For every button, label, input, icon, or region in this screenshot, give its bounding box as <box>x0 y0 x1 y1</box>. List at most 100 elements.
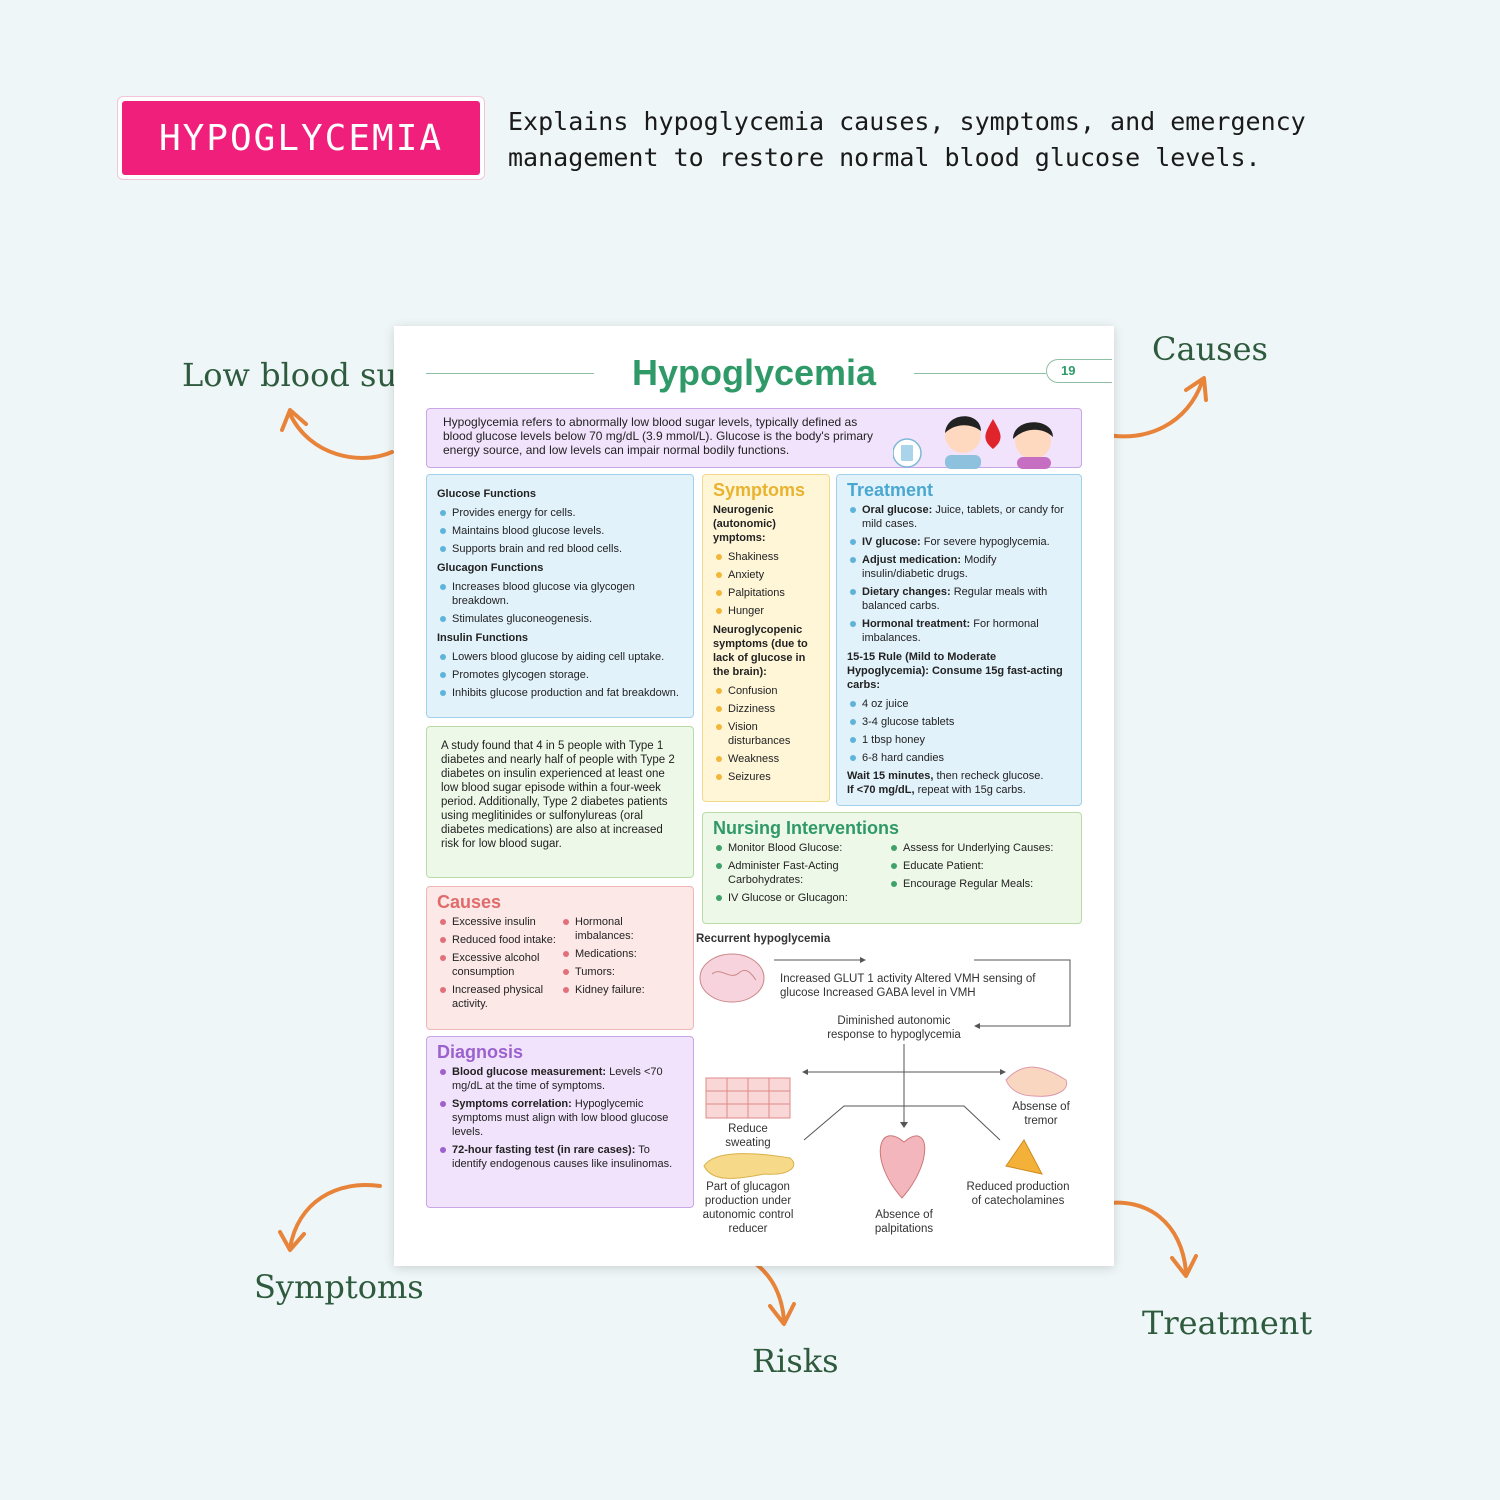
nursing-columns: Monitor Blood Glucose: Administer Fast-A… <box>713 841 1071 909</box>
title-banner-fill: HYPOGLYCEMIA <box>122 101 480 175</box>
list-item: Administer Fast-Acting Carbohydrates: <box>713 859 888 887</box>
treatment-list: Oral glucose: Juice, tablets, or candy f… <box>847 503 1071 645</box>
nursing-list-left: Monitor Blood Glucose: Administer Fast-A… <box>713 841 888 909</box>
list-item: Dizziness <box>713 702 819 716</box>
item-bold: Blood glucose measurement: <box>452 1066 607 1078</box>
label-risks: Risks <box>752 1342 839 1380</box>
diagnosis-card: Diagnosis Blood glucose measurement: Lev… <box>426 1036 694 1208</box>
list-item: Palpitations <box>713 586 819 600</box>
list-item: Vision disturbances <box>713 720 819 748</box>
item-text: To identify endogenous causes like insul… <box>452 1144 673 1170</box>
treatment-card: Treatment Oral glucose: Juice, tablets, … <box>836 474 1082 806</box>
list-item: IV glucose: For severe hypoglycemia. <box>847 535 1071 549</box>
glucose-functions-list: Provides energy for cells. Maintains blo… <box>437 506 683 556</box>
recurrent-diagram: Recurrent hypoglycemia Increased GLUT 1 … <box>694 930 1104 1250</box>
causes-list-left: Excessive insulin Reduced food intake: E… <box>437 915 560 1015</box>
title-banner: HYPOGLYCEMIA <box>117 96 485 180</box>
rule-list: 4 oz juice 3-4 glucose tablets 1 tbsp ho… <box>847 697 1071 765</box>
title-rule-right <box>914 373 1046 374</box>
label-treatment: Treatment <box>1142 1304 1313 1342</box>
list-item: 1 tbsp honey <box>847 733 1071 747</box>
study-card: A study found that 4 in 5 people with Ty… <box>426 726 694 878</box>
list-item: Dietary changes: Regular meals with bala… <box>847 585 1071 613</box>
list-item: 4 oz juice <box>847 697 1071 711</box>
insulin-functions-heading: Insulin Functions <box>437 632 529 644</box>
wait-bold: Wait 15 minutes, <box>847 770 934 782</box>
symptoms-heading: Symptoms <box>713 480 806 500</box>
diagnosis-heading: Diagnosis <box>437 1042 524 1062</box>
arrow-treatment-icon <box>1100 1200 1198 1278</box>
wait-text: then recheck glucose. <box>933 770 1044 782</box>
absense-tremor-label: Absense of tremor <box>1012 1101 1070 1127</box>
neurogenic-heading: Neurogenic (autonomic) ymptoms: <box>713 504 776 544</box>
item-text: Hypoglycemic symptoms must align with lo… <box>452 1098 669 1138</box>
item-text: Regular meals with balanced carbs. <box>862 586 1048 612</box>
item-bold: Adjust medication: <box>862 554 962 566</box>
tagline: Explains hypoglycemia causes, symptoms, … <box>508 107 1306 172</box>
worksheet-page: Hypoglycemia 19 Hypoglycemia refers to a… <box>394 326 1114 1266</box>
reduce-sweating-label: Reduce sweating <box>725 1123 771 1149</box>
list-item: Kidney failure: <box>560 983 683 997</box>
item-bold: Oral glucose: <box>862 504 933 516</box>
list-item: Lowers blood glucose by aiding cell upta… <box>437 650 683 664</box>
glucose-functions-heading: Glucose Functions <box>437 488 537 500</box>
list-item: Hormonal treatment: For hormonal imbalan… <box>847 617 1071 645</box>
nursing-heading: Nursing Interventions <box>713 818 900 838</box>
list-item: 3-4 glucose tablets <box>847 715 1071 729</box>
list-item: Stimulates gluconeogenesis. <box>437 612 683 626</box>
item-bold: Hormonal treatment: <box>862 618 971 630</box>
repeat-text: repeat with 15g carbs. <box>914 784 1026 796</box>
list-item: Seizures <box>713 770 819 784</box>
list-item: Increases blood glucose via glycogen bre… <box>437 580 683 608</box>
glucagon-functions-list: Increases blood glucose via glycogen bre… <box>437 580 683 626</box>
item-text: Juice, tablets, or candy for mild cases. <box>862 504 1064 530</box>
rule-heading: 15-15 Rule (Mild to Moderate Hypoglycemi… <box>847 651 1063 691</box>
item-text: Levels <70 mg/dL at the time of symptoms… <box>452 1066 663 1092</box>
sheet-title: Hypoglycemia <box>631 352 877 393</box>
list-item: Increased physical activity. <box>437 983 560 1011</box>
banner-title: HYPOGLYCEMIA <box>158 117 444 159</box>
list-item: Shakiness <box>713 550 819 564</box>
list-item: 6-8 hard candies <box>847 751 1071 765</box>
list-item: Inhibits glucose production and fat brea… <box>437 686 683 700</box>
list-item: IV Glucose or Glucagon: <box>713 891 888 905</box>
page-number: 19 <box>1046 359 1112 383</box>
list-item: Oral glucose: Juice, tablets, or candy f… <box>847 503 1071 531</box>
causes-list-right: Hormonal imbalances: Medications: Tumors… <box>560 915 683 1015</box>
causes-heading: Causes <box>437 892 502 912</box>
arrow-low-blood-sugar-icon <box>280 408 394 460</box>
item-text: Modify insulin/diabetic drugs. <box>862 554 997 580</box>
list-item: Hunger <box>713 604 819 618</box>
list-item: Excessive alcohol consumption <box>437 951 560 979</box>
list-item: Symptoms correlation: Hypoglycemic sympt… <box>437 1097 683 1139</box>
list-item: Confusion <box>713 684 819 698</box>
label-causes: Causes <box>1152 330 1268 368</box>
treatment-heading: Treatment <box>847 480 934 500</box>
repeat-note: If <70 mg/dL, repeat with 15g carbs. <box>847 783 1071 797</box>
list-item: Reduced food intake: <box>437 933 560 947</box>
list-item: Hormonal imbalances: <box>560 915 683 943</box>
list-item: Anxiety <box>713 568 819 582</box>
diagnosis-list: Blood glucose measurement: Levels <70 mg… <box>437 1065 683 1171</box>
item-bold: 72-hour fasting test (in rare cases): <box>452 1144 636 1156</box>
neurogenic-list: Shakiness Anxiety Palpitations Hunger <box>713 550 819 618</box>
arrow-symptoms-icon <box>278 1183 382 1252</box>
item-text: For severe hypoglycemia. <box>920 536 1050 548</box>
list-item: Monitor Blood Glucose: <box>713 841 888 855</box>
recurrent-heading: Recurrent hypoglycemia <box>696 933 831 945</box>
causes-card: Causes Excessive insulin Reduced food in… <box>426 886 694 1030</box>
list-item: Blood glucose measurement: Levels <70 mg… <box>437 1065 683 1093</box>
list-item: Excessive insulin <box>437 915 560 929</box>
list-item: 72-hour fasting test (in rare cases): To… <box>437 1143 683 1171</box>
list-item: Supports brain and red blood cells. <box>437 542 683 556</box>
list-item: Encourage Regular Meals: <box>888 877 1063 891</box>
intro-card: Hypoglycemia refers to abnormally low bl… <box>426 408 1082 469</box>
list-item: Assess for Underlying Causes: <box>888 841 1063 855</box>
patients-icon <box>893 416 1053 469</box>
palpitations-label: Absence of palpitations <box>874 1209 934 1235</box>
item-bold: Dietary changes: <box>862 586 951 598</box>
list-item: Adjust medication: Modify insulin/diabet… <box>847 553 1071 581</box>
wait-note: Wait 15 minutes, then recheck glucose. <box>847 769 1071 783</box>
list-item: Tumors: <box>560 965 683 979</box>
causes-columns: Excessive insulin Reduced food intake: E… <box>437 915 683 1015</box>
